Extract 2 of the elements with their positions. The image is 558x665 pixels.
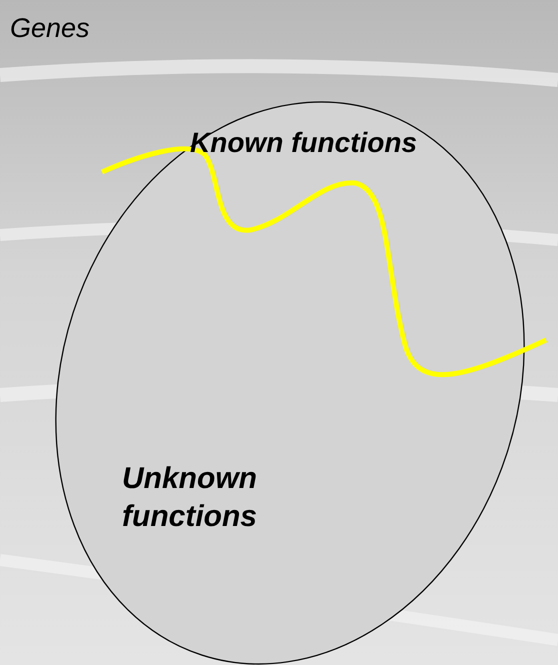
region-label: Unknown functions (122, 461, 258, 534)
set-label: Genes (10, 12, 91, 45)
